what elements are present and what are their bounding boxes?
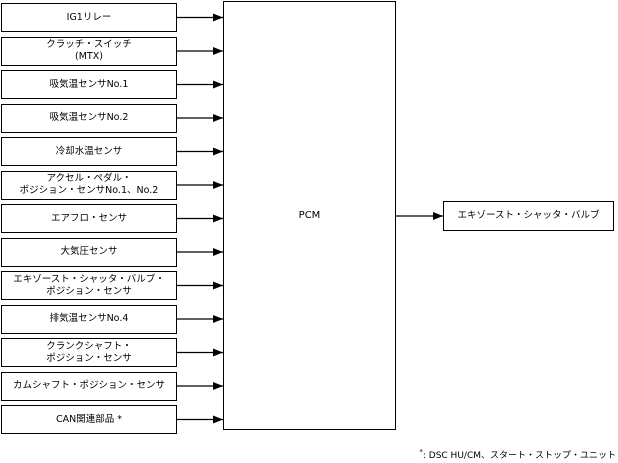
input-box: 吸気温センサNo.1	[1, 70, 177, 99]
input-box: クラッチ・スイッチ (MTX)	[1, 36, 177, 66]
input-label: 排気温センサNo.4	[49, 313, 129, 324]
footnote-mark: *	[419, 448, 423, 456]
input-label: 吸気温センサNo.2	[49, 112, 129, 123]
footnote: *: DSC HU/CM、スタート・ストップ・ユニット	[419, 445, 616, 463]
pcm-label: PCM	[298, 209, 321, 221]
output-label: エキゾースト・シャッタ・バルブ	[457, 210, 600, 221]
input-box: IG1リレー	[1, 3, 177, 32]
input-label: クランクシャフト・ ポジション・センサ	[46, 340, 132, 364]
input-label: アクセル・ペダル・ ポジション・センサNo.1、No.2	[19, 173, 159, 196]
input-label: クラッチ・スイッチ (MTX)	[46, 39, 132, 62]
input-box: 冷却水温センサ	[1, 137, 177, 166]
input-box: エキゾースト・シャッタ・バルブ・ ポジション・センサ	[1, 271, 177, 300]
input-label: 冷却水温センサ	[55, 145, 123, 157]
input-label: エキゾースト・シャッタ・バルブ・ ポジション・センサ	[13, 273, 165, 297]
input-box: 排気温センサNo.4	[1, 304, 177, 334]
input-box: エアフロ・センサ	[1, 204, 177, 233]
input-label: 大気圧センサ	[60, 246, 118, 257]
input-box: CAN関連部品 *	[1, 405, 177, 434]
footnote-text: : DSC HU/CM、スタート・ストップ・ユニット	[422, 451, 616, 461]
pcm-box: PCM	[223, 1, 396, 430]
input-label: IG1リレー	[66, 11, 112, 23]
input-label: カムシャフト・ポジション・センサ	[12, 380, 165, 391]
input-box: カムシャフト・ポジション・センサ	[1, 371, 177, 401]
input-box: クランクシャフト・ ポジション・センサ	[1, 338, 177, 367]
input-box: 吸気温センサNo.2	[1, 103, 177, 133]
output-box-exhaust-shutter-valve: エキゾースト・シャッタ・バルブ	[443, 201, 614, 231]
input-box: 大気圧センサ	[1, 237, 177, 267]
input-label: 吸気温センサNo.1	[49, 78, 129, 90]
input-label: CAN関連部品 *	[55, 413, 122, 425]
input-box: アクセル・ペダル・ ポジション・センサNo.1、No.2	[1, 170, 177, 200]
input-label: エアフロ・センサ	[50, 212, 127, 224]
